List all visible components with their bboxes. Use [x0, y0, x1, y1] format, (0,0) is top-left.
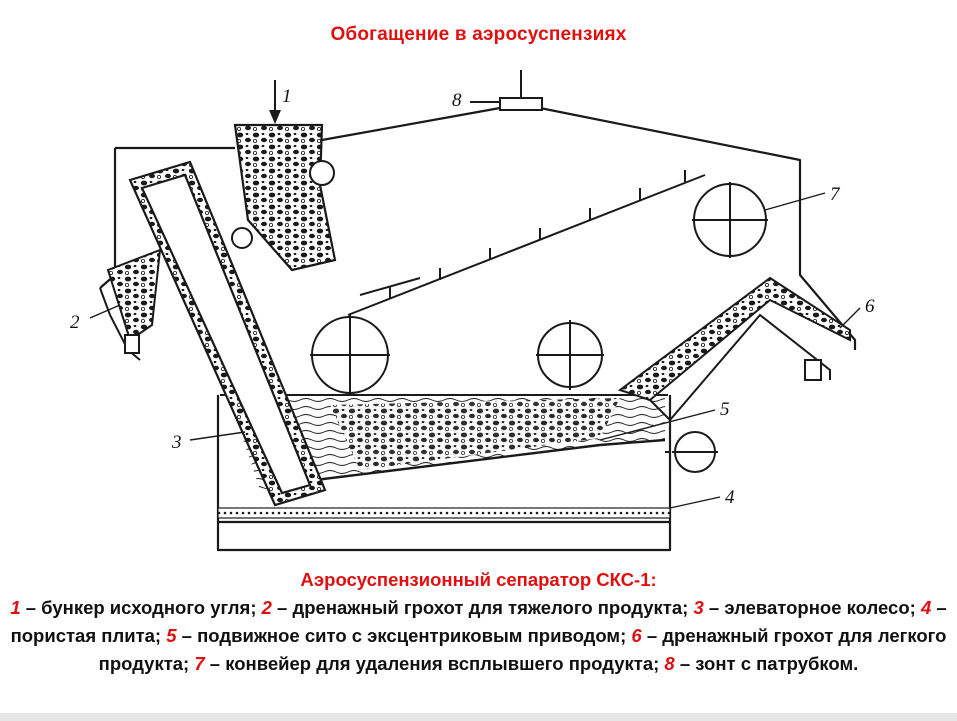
caption-num-2: 2 — [261, 597, 272, 618]
porous-plate — [217, 507, 671, 519]
label-3: 3 — [171, 432, 182, 453]
feed-hopper — [233, 80, 337, 272]
figure-caption: Аэросуспензионный сепаратор СКС-1: 1 – б… — [0, 566, 957, 678]
caption-num-1: 1 — [10, 597, 21, 618]
eccentric-drive — [665, 431, 718, 473]
caption-title: Аэросуспензионный сепаратор СКС-1: — [300, 569, 657, 590]
moving-screen — [314, 438, 666, 482]
caption-text-1: – бункер исходного угля; — [20, 597, 262, 618]
caption-text-3: – элеваторное колесо; — [703, 597, 921, 618]
coal-layer — [330, 398, 620, 470]
caption-num-4: 4 — [920, 597, 932, 618]
caption-text-6: – дренажный грохот для легкого продукта; — [98, 625, 947, 674]
elevator-wheel — [128, 160, 327, 507]
feeder-roller — [309, 160, 335, 186]
caption-text-7: – конвейер для удаления всплывшего проду… — [204, 653, 665, 674]
hood-nozzle — [470, 70, 543, 111]
label-8: 8 — [452, 90, 462, 111]
caption-text-2: – дренажный грохот для тяжелого продукта… — [271, 597, 694, 618]
heavy-product-drain-screen — [99, 248, 162, 361]
label-2: 2 — [70, 312, 80, 333]
bottom-strip — [0, 713, 957, 721]
drum-conveyor-7 — [692, 182, 768, 258]
label-6: 6 — [865, 296, 875, 317]
caption-body: 1 – бункер исходного угля; 2 – дренажный… — [9, 594, 949, 678]
caption-num-5: 5 — [166, 625, 177, 646]
drum-middle — [536, 320, 604, 390]
drum-left — [310, 315, 390, 395]
caption-num-6: 6 — [631, 625, 642, 646]
label-5: 5 — [720, 399, 730, 420]
caption-text-4: – пористая плита; — [10, 597, 947, 646]
label-1: 1 — [282, 86, 292, 107]
light-product-drain-screen — [617, 276, 851, 422]
slide-title: Обогащение в аэросуспензиях — [330, 24, 627, 45]
caption-num-8: 8 — [664, 653, 675, 674]
label-leaders — [89, 192, 861, 509]
scraper-conveyor — [347, 170, 706, 316]
caption-text-5: – подвижное сито с эксцентриковым привод… — [176, 625, 632, 646]
separator-diagram: 1 2 3 4 5 6 7 8 — [70, 70, 875, 552]
caption-num-3: 3 — [693, 597, 704, 618]
caption-text-8: – зонт с патрубком. — [674, 653, 859, 674]
label-4: 4 — [725, 487, 735, 508]
label-7: 7 — [830, 184, 841, 205]
caption-num-7: 7 — [194, 653, 205, 674]
